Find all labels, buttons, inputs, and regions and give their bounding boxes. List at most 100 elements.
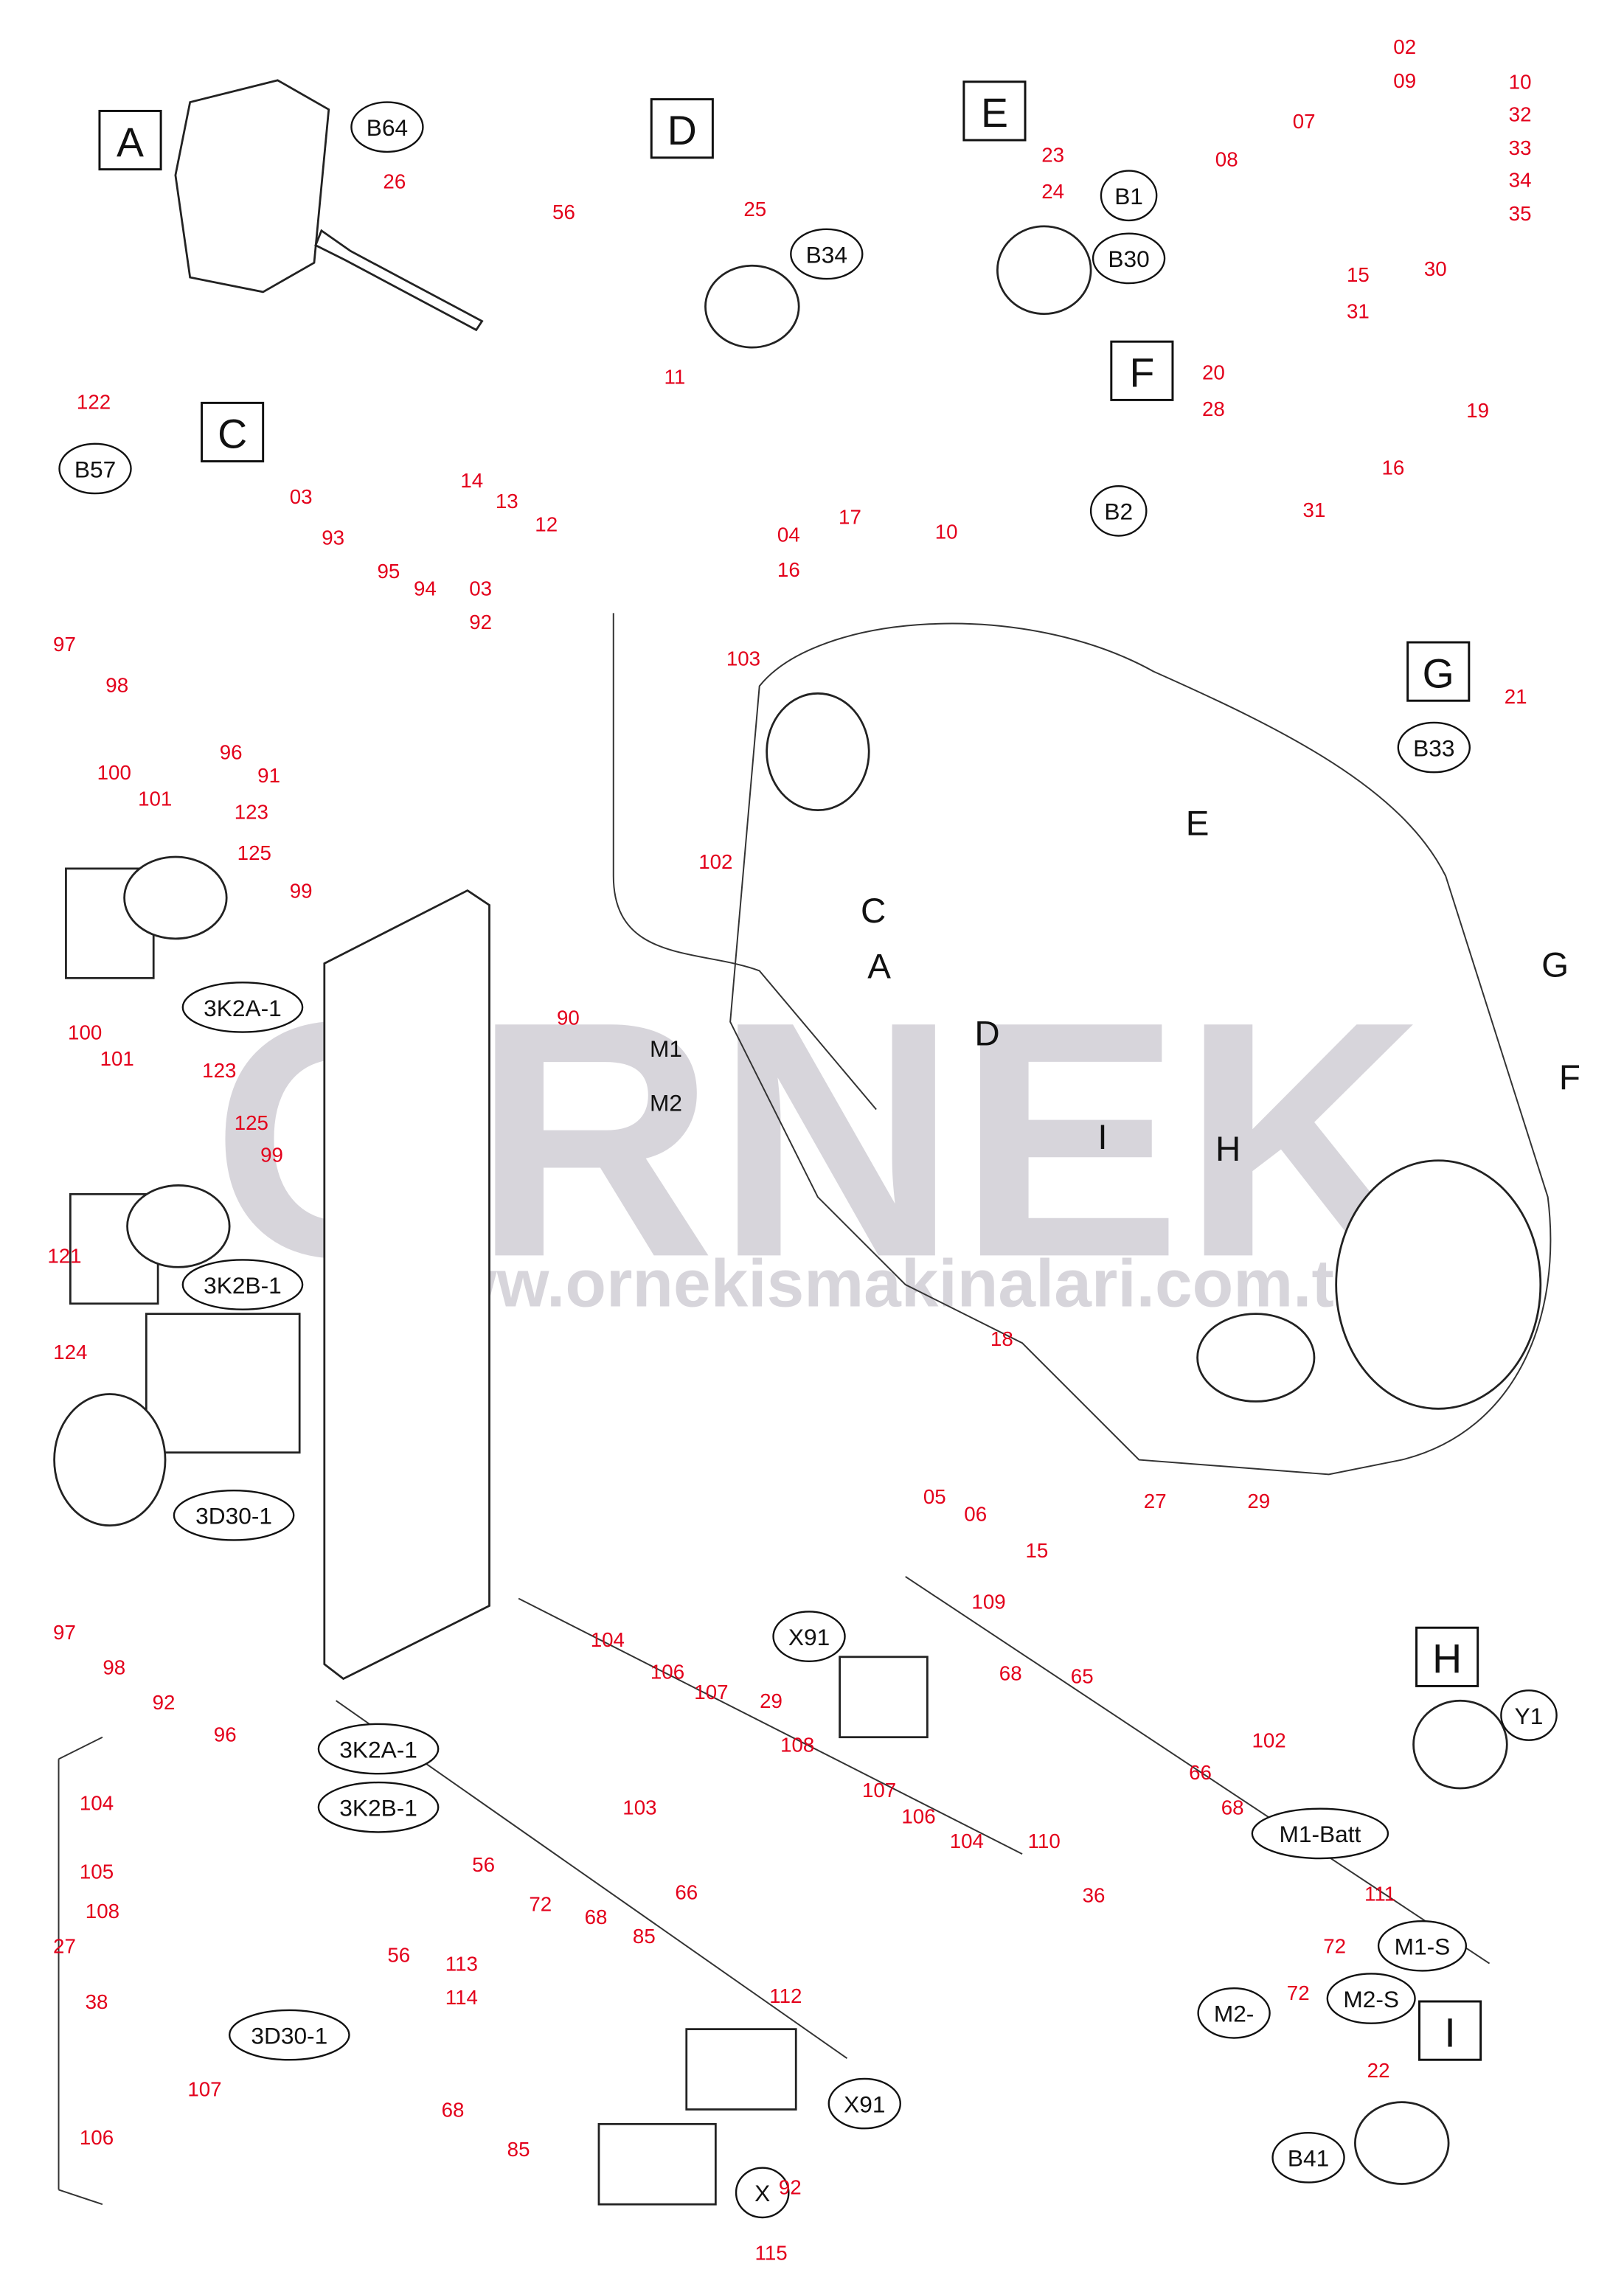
part-number-callout: 107 <box>862 1779 896 1802</box>
view-letter: G <box>1541 945 1569 984</box>
cover-plate <box>174 79 330 293</box>
label-ellipse <box>1251 1807 1389 1860</box>
detail-box: D <box>650 98 714 159</box>
detail-box: H <box>1415 1626 1479 1687</box>
part-number-callout: 94 <box>414 577 437 600</box>
part-number-callout: 08 <box>1215 148 1238 171</box>
part-number-callout: 97 <box>53 633 76 656</box>
part-number-callout: 22 <box>1367 2059 1390 2082</box>
detail-box-frame <box>962 80 1027 142</box>
part-number-callout: 05 <box>923 1485 946 1508</box>
part-number-callout: 25 <box>743 198 766 220</box>
label-ellipse <box>1377 1920 1468 1972</box>
part-number-callout: 33 <box>1509 136 1532 159</box>
part-number-callout: 110 <box>1028 1830 1061 1852</box>
circled-label-text: M1-S <box>1395 1934 1451 1960</box>
detail-box-letter: A <box>117 119 144 165</box>
part-number-callout: 107 <box>694 1681 728 1703</box>
part-number-callout: 102 <box>698 850 732 873</box>
part-number-callout: 108 <box>780 1734 814 1757</box>
detail-box-frame <box>98 109 162 171</box>
part-number-callout: 106 <box>650 1661 684 1684</box>
part-number-callout: 115 <box>754 2241 787 2264</box>
part-number-callout: 07 <box>1293 110 1316 133</box>
part-number-callout: 31 <box>1347 300 1370 323</box>
part-number-callout: 103 <box>726 647 760 670</box>
part-number-callout: 122 <box>77 390 111 413</box>
circled-label-text: 3K2A-1 <box>204 995 282 1021</box>
part-number-callout: 124 <box>53 1341 87 1364</box>
detail-box: F <box>1110 340 1174 401</box>
part-number-callout: 98 <box>105 673 128 696</box>
circled-label-text: X91 <box>788 1624 830 1650</box>
circled-labels: B64B57B34B1B30B2B333K2A-13K2B-13D30-13K2… <box>58 101 1558 2219</box>
part-number-callout: 104 <box>950 1830 984 1852</box>
part-number-callout: 56 <box>387 1944 410 1967</box>
circled-label-text: 3K2B-1 <box>204 1272 282 1299</box>
sender-b41 <box>1354 2101 1450 2185</box>
part-number-callout: 11 <box>664 366 686 389</box>
part-number-callout: 68 <box>442 2098 465 2121</box>
label-ellipse <box>772 1611 846 1662</box>
label-ellipse <box>1100 170 1158 222</box>
circled-label-text: X91 <box>844 2091 885 2117</box>
label-ellipse <box>228 2009 350 2061</box>
part-number-callout: 36 <box>1083 1883 1106 1906</box>
circled-label-text: B1 <box>1114 183 1143 209</box>
detail-box-frame <box>650 98 714 159</box>
detail-box: A <box>98 109 162 171</box>
part-number-callout: 09 <box>1393 69 1416 92</box>
part-number-callout: 20 <box>1202 361 1225 384</box>
circled-label-text: B57 <box>74 456 116 482</box>
part-number-callout: 113 <box>445 1952 478 1975</box>
part-number-callout: 06 <box>964 1503 987 1526</box>
part-number-callout: 13 <box>496 490 518 513</box>
part-number-callout: 123 <box>202 1059 236 1082</box>
part-number-callout: 101 <box>100 1047 134 1070</box>
circled-label-text: B41 <box>1288 2145 1329 2172</box>
part-number-callout: 111 <box>1364 1882 1395 1905</box>
detail-box-frame <box>1415 1626 1479 1687</box>
part-number-callout: 31 <box>1303 499 1326 521</box>
circled-label: Y1 <box>1500 1689 1558 1741</box>
part-number-callout: 72 <box>529 1892 552 1915</box>
part-number-callout: 15 <box>1347 263 1370 286</box>
part-number-callout: 96 <box>220 740 243 763</box>
part-number-callout: 102 <box>1252 1729 1285 1752</box>
label-ellipse <box>181 982 304 1033</box>
part-number-callout: 100 <box>68 1021 102 1043</box>
detail-box-frame <box>1406 641 1471 702</box>
part-number-callout: 10 <box>1509 71 1532 94</box>
circled-label-text: M2- <box>1214 2001 1255 2027</box>
part-number-callout: 92 <box>779 2175 802 2198</box>
detail-box-frame <box>201 401 265 463</box>
label-ellipse <box>735 2167 790 2219</box>
label-ellipse <box>1326 1973 1416 2024</box>
detail-box: E <box>962 80 1027 142</box>
label-ellipse <box>173 1489 295 1541</box>
circled-label-text: B34 <box>806 241 847 268</box>
circled-label: B33 <box>1397 721 1471 774</box>
sender-y1 <box>1412 1699 1508 1790</box>
circled-label-text: X <box>754 2180 770 2206</box>
part-number-callout: 106 <box>901 1805 935 1828</box>
x91-connector <box>839 1656 929 1739</box>
part-number-callout: 85 <box>633 1925 656 1948</box>
watermark-url: www.ornekismakinalari.com.tr <box>392 1247 1360 1321</box>
detail-box-letter: C <box>218 411 247 457</box>
part-number-callout: 16 <box>777 558 800 581</box>
part-drawings <box>53 79 1552 2206</box>
part-number-callout: 12 <box>535 513 558 536</box>
label-ellipse <box>317 1723 440 1775</box>
circled-label: M1-Batt <box>1251 1807 1389 1860</box>
label-ellipse <box>1089 485 1148 537</box>
circled-label-text: 3D30-1 <box>195 1503 272 1529</box>
sender-b1 <box>996 225 1092 315</box>
detail-box-letter: D <box>667 108 697 153</box>
part-number-callout: 99 <box>260 1144 283 1167</box>
part-number-callout: 68 <box>585 1906 608 1928</box>
part-number-callout: 112 <box>769 1984 802 2007</box>
detail-box: I <box>1418 2000 1482 2061</box>
part-number-callout: 56 <box>472 1853 495 1876</box>
